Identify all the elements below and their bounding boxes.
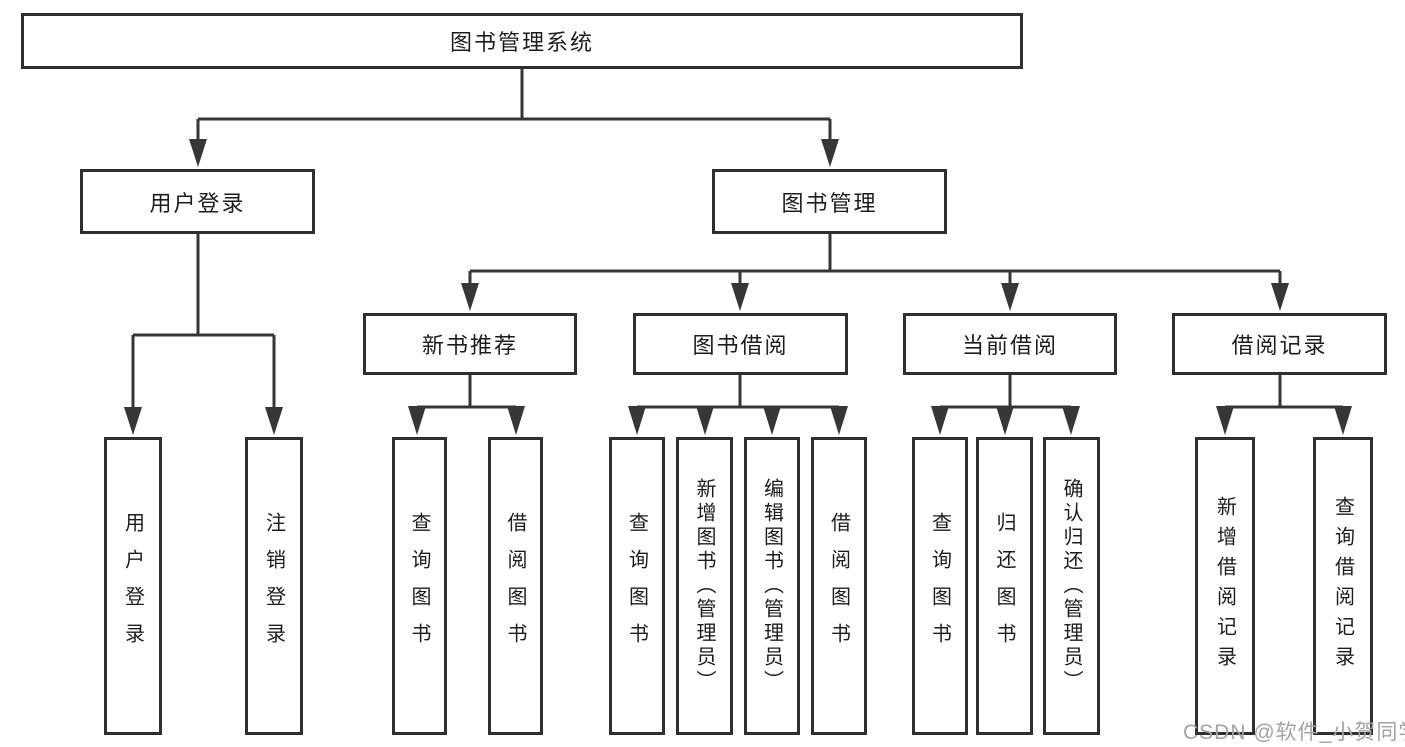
leaf-label: 确认归还（管理员） — [1060, 478, 1082, 694]
leaf-query-book-current: 查询图书 — [912, 437, 968, 735]
connector-book-borrow-fan — [637, 375, 839, 409]
leaf-label: 查询图书 — [625, 512, 648, 660]
node-new-book-recommend: 新书推荐 — [363, 313, 577, 375]
node-current-borrow: 当前借阅 — [903, 313, 1117, 375]
leaf-user-login: 用户登录 — [104, 437, 162, 735]
leaf-query-book-recommend: 查询图书 — [392, 437, 447, 735]
node-book-borrow: 图书借阅 — [633, 313, 848, 375]
leaf-label: 借阅图书 — [827, 512, 850, 660]
node-label: 借阅记录 — [1231, 333, 1328, 358]
leaf-label: 借阅图书 — [504, 512, 526, 660]
connector-borrow-record-fan — [1225, 375, 1343, 409]
connector-user-login-fan — [131, 234, 276, 409]
connector-root-to-level2 — [196, 69, 832, 141]
node-borrow-record: 借阅记录 — [1172, 313, 1387, 375]
leaf-label: 查询图书 — [928, 512, 951, 660]
leaf-return-book: 归还图书 — [976, 437, 1033, 735]
leaf-label: 归还图书 — [993, 512, 1015, 660]
csdn-watermark: CSDN @软件_小贺同学 — [1183, 721, 1405, 744]
node-user-login: 用户登录 — [80, 169, 315, 234]
node-label: 用户登录 — [149, 190, 246, 216]
leaf-logout: 注销登录 — [245, 437, 303, 735]
leaf-label: 新增借阅记录 — [1213, 496, 1236, 676]
node-label: 当前借阅 — [961, 333, 1058, 358]
leaf-label: 新增图书（管理员） — [693, 478, 715, 694]
node-label: 图书借阅 — [692, 333, 789, 358]
node-library-management-system: 图书管理系统 — [21, 13, 1023, 69]
connector-current-borrow-fan — [940, 375, 1071, 409]
leaf-label: 查询借阅记录 — [1331, 496, 1354, 676]
node-label: 图书管理系统 — [449, 30, 594, 55]
leaf-edit-book-admin: 编辑图书（管理员） — [744, 437, 800, 735]
leaf-label: 注销登录 — [262, 512, 285, 660]
leaf-confirm-return-admin: 确认归还（管理员） — [1043, 437, 1100, 735]
leaf-label: 用户登录 — [121, 512, 144, 660]
leaf-borrow-book-recommend: 借阅图书 — [488, 437, 543, 735]
leaf-query-borrow-record: 查询借阅记录 — [1313, 437, 1373, 735]
leaf-borrow-book: 借阅图书 — [811, 437, 867, 735]
node-label: 图书管理 — [781, 190, 878, 216]
leaf-query-book-borrow: 查询图书 — [609, 437, 665, 735]
connector-new-book-recommend-fan — [417, 375, 516, 409]
leaf-add-book-admin: 新增图书（管理员） — [676, 437, 733, 735]
leaf-add-borrow-record: 新增借阅记录 — [1195, 437, 1255, 735]
connector-book-management-fan — [468, 234, 1282, 284]
leaf-label: 编辑图书（管理员） — [760, 478, 783, 694]
leaf-label: 查询图书 — [408, 512, 430, 660]
node-label: 新书推荐 — [421, 333, 518, 358]
node-book-management: 图书管理 — [712, 169, 947, 234]
arrowheads — [124, 139, 1352, 435]
